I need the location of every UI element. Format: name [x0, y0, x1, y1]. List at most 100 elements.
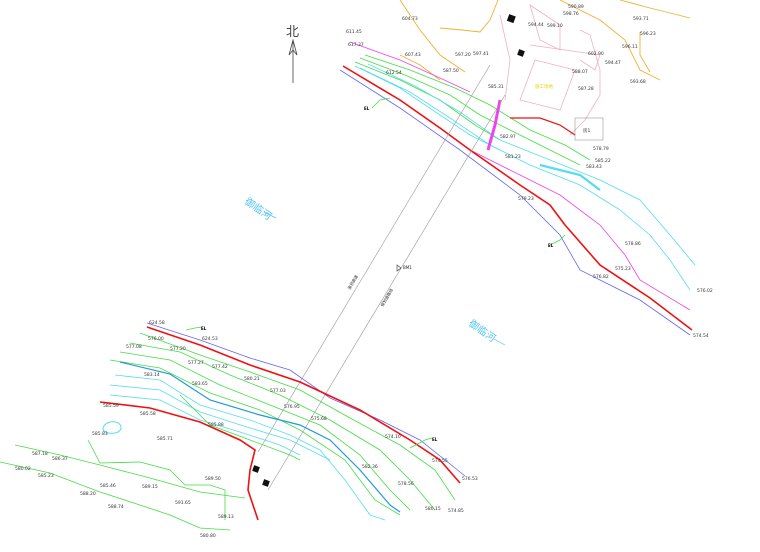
elevation-label: 585.59 — [103, 403, 119, 409]
elevation-label: 574.85 — [448, 508, 464, 514]
elevation-label: 617.37 — [348, 42, 364, 48]
elevation-label: 576.02 — [697, 288, 713, 294]
elevation-label: 582.36 — [362, 464, 378, 470]
elevation-label: 577.08 — [126, 344, 142, 350]
elevation-labels-lower: 624.58 624.53 576.00 577.08 577.20 577.2… — [15, 320, 478, 539]
elevation-label: 583.43 — [586, 164, 602, 170]
elevation-label: 576.53 — [462, 476, 478, 482]
elevation-label: 574.54 — [693, 333, 709, 339]
elevation-label: 596.23 — [640, 31, 656, 37]
tag-label: EL — [548, 243, 554, 248]
site-label: 施工场地 — [535, 83, 553, 90]
elevation-label: 593.68 — [630, 79, 646, 85]
elevation-label: 585.88 — [208, 422, 224, 428]
elevation-label: 585.46 — [100, 483, 116, 489]
elevation-label: 585.23 — [38, 473, 54, 479]
elevation-label: 585.31 — [488, 84, 504, 90]
elevation-label: 579.23 — [518, 196, 534, 202]
elevation-label: 580.15 — [425, 506, 441, 512]
elevation-label: 575.23 — [615, 266, 631, 272]
elevation-label: 574.10 — [385, 434, 401, 440]
road-label-planned: 规划道路线 — [379, 287, 394, 307]
survey-marker-icon — [252, 465, 260, 473]
survey-markers — [252, 14, 525, 487]
elevation-label: 612.54 — [386, 70, 402, 76]
river-label-2: 御临河 — [466, 317, 498, 345]
survey-marker-icon — [506, 14, 516, 24]
benchmark: BM1 — [396, 264, 412, 272]
elevation-label: 598.76 — [563, 11, 579, 17]
tag-label: EL — [201, 326, 207, 331]
elevation-label: 591.65 — [175, 500, 191, 506]
road-label-expressway: 渝邻高速 — [346, 274, 359, 291]
elevation-label: 589.50 — [205, 476, 221, 482]
elevation-label: 611.45 — [346, 29, 362, 35]
upper-contours — [339, 41, 696, 336]
tag-label: EL — [432, 437, 438, 442]
elevation-label: 602.90 — [588, 51, 604, 57]
elevation-label: 576.00 — [148, 336, 164, 342]
elevation-label: 575.68 — [311, 416, 327, 422]
survey-marker-icon — [517, 49, 525, 57]
elevation-label: 585.58 — [140, 411, 156, 417]
elevation-label: 589.13 — [218, 514, 234, 520]
elevation-label: 593.71 — [633, 16, 649, 22]
elevation-label: 577.20 — [170, 346, 186, 352]
benchmark-label: BM1 — [403, 265, 412, 270]
elevation-label: 578.56 — [398, 481, 414, 487]
elevation-label: 580.80 — [200, 533, 216, 539]
elevation-label: 583.14 — [144, 372, 160, 378]
elevation-label: 577.27 — [188, 360, 204, 366]
elevation-label: 585.83 — [92, 431, 108, 437]
elevation-label: 580.21 — [244, 376, 260, 382]
elevation-label: 588.07 — [572, 69, 588, 75]
elevation-label: 597.41 — [473, 51, 489, 57]
elevation-label: 586.37 — [52, 456, 68, 462]
elevation-label: 594.47 — [605, 60, 621, 66]
elevation-label: 587.50 — [443, 68, 459, 74]
elevation-label: 580.02 — [15, 466, 31, 472]
elevation-label: 607.43 — [405, 52, 421, 58]
upper-site-lines — [499, 4, 601, 136]
elevation-label: 576.95 — [284, 404, 300, 410]
elevation-label: 590.89 — [568, 4, 584, 10]
elevation-label: 599.10 — [547, 23, 563, 29]
elevation-label: 574.55 — [432, 458, 448, 464]
elevation-label: 624.53 — [202, 336, 218, 342]
survey-marker-icon — [262, 479, 270, 487]
north-label: 北 — [286, 25, 299, 40]
elevation-label: 588.20 — [80, 491, 96, 497]
tag-label: EL — [364, 106, 370, 111]
building-outline — [574, 117, 604, 141]
benchmark-icon — [396, 264, 402, 272]
elevation-label: 578.79 — [593, 146, 609, 152]
elevation-label: 585.22 — [595, 158, 611, 164]
leader-lines — [185, 97, 566, 449]
north-arrow: 北 — [286, 25, 299, 83]
elevation-label: 589.15 — [142, 484, 158, 490]
elevation-label: 577.42 — [212, 364, 228, 370]
road-lines — [257, 64, 506, 491]
elevation-label: 624.58 — [149, 320, 165, 326]
elevation-label: 587.28 — [578, 86, 594, 92]
elevation-label: 582.97 — [500, 134, 516, 140]
upper-contours-orange — [399, 0, 691, 81]
elevation-label: 604.73 — [402, 16, 418, 22]
elevation-label: 585.71 — [157, 436, 173, 442]
north-arrow-icon — [288, 38, 298, 56]
elevation-label: 588.74 — [108, 504, 124, 510]
elevation-label: 583.65 — [192, 381, 208, 387]
elevation-label: 597.20 — [455, 52, 471, 58]
elevation-label: 578.86 — [625, 241, 641, 247]
lower-contours — [99, 322, 466, 521]
elevation-label: 576.82 — [593, 274, 609, 280]
elevation-label: 581.23 — [505, 154, 521, 160]
building-label: 房1 — [583, 127, 590, 134]
river-label-1: 御临河 — [242, 195, 274, 223]
lower-left-contours — [0, 439, 246, 531]
elevation-label: 587.18 — [32, 451, 48, 457]
elevation-label: 596.11 — [622, 44, 638, 50]
elevation-label: 594.44 — [528, 22, 544, 28]
